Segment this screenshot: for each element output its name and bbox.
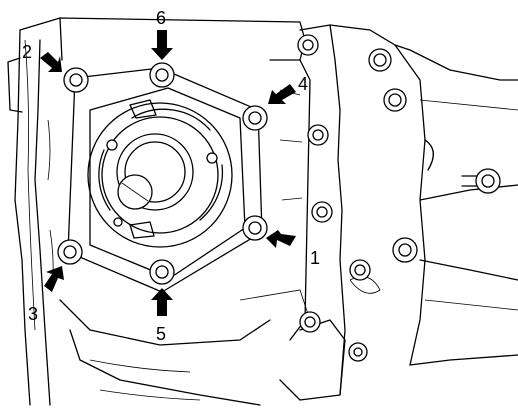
- label-4: 4: [298, 74, 308, 94]
- housing-bolt-icon: [392, 237, 418, 263]
- housing-bolt-icon: [297, 34, 319, 56]
- cover-bolt-2: [63, 67, 89, 93]
- label-5: 5: [156, 324, 166, 344]
- label-1: 1: [310, 248, 320, 268]
- housing-bolt-icon: [383, 88, 407, 112]
- left-housing: [7, 17, 306, 406]
- arrow-1-icon: [266, 230, 296, 248]
- cover-bolt-6: [149, 62, 175, 88]
- label-6: 6: [156, 8, 166, 28]
- housing-bolt-icon: [299, 311, 321, 333]
- label-2: 2: [22, 42, 32, 62]
- cover-bolt-4: [242, 105, 268, 131]
- arrow-4-icon: [268, 84, 296, 104]
- cover-bolt-5: [149, 259, 175, 285]
- cover-bolt-3: [57, 239, 83, 265]
- housing-bolt-icon: [368, 48, 392, 72]
- arrow-3-icon: [44, 266, 64, 292]
- right-housing: [239, 24, 518, 401]
- side-bolt-icon: [461, 168, 501, 194]
- arrow-6-icon: [151, 30, 173, 60]
- rear-cover-plate: [67, 67, 263, 293]
- housing-bolt-icon: [311, 201, 333, 223]
- cover-bolt-1: [242, 215, 268, 241]
- housing-bolt-icon: [307, 124, 329, 146]
- arrow-5-icon: [151, 288, 173, 316]
- housing-bolt-icon: [348, 342, 368, 362]
- housing-bolts: [297, 34, 501, 362]
- housing-bolt-icon: [349, 259, 371, 281]
- label-3: 3: [28, 304, 38, 324]
- arrow-2-icon: [40, 52, 62, 72]
